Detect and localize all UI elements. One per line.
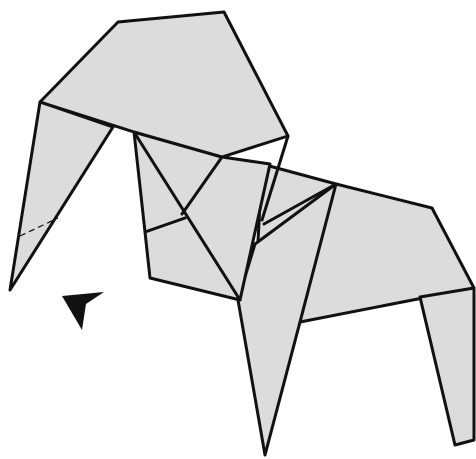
- trunk: [10, 102, 113, 290]
- push-arrow-icon: [62, 292, 104, 330]
- back-leg: [420, 288, 474, 445]
